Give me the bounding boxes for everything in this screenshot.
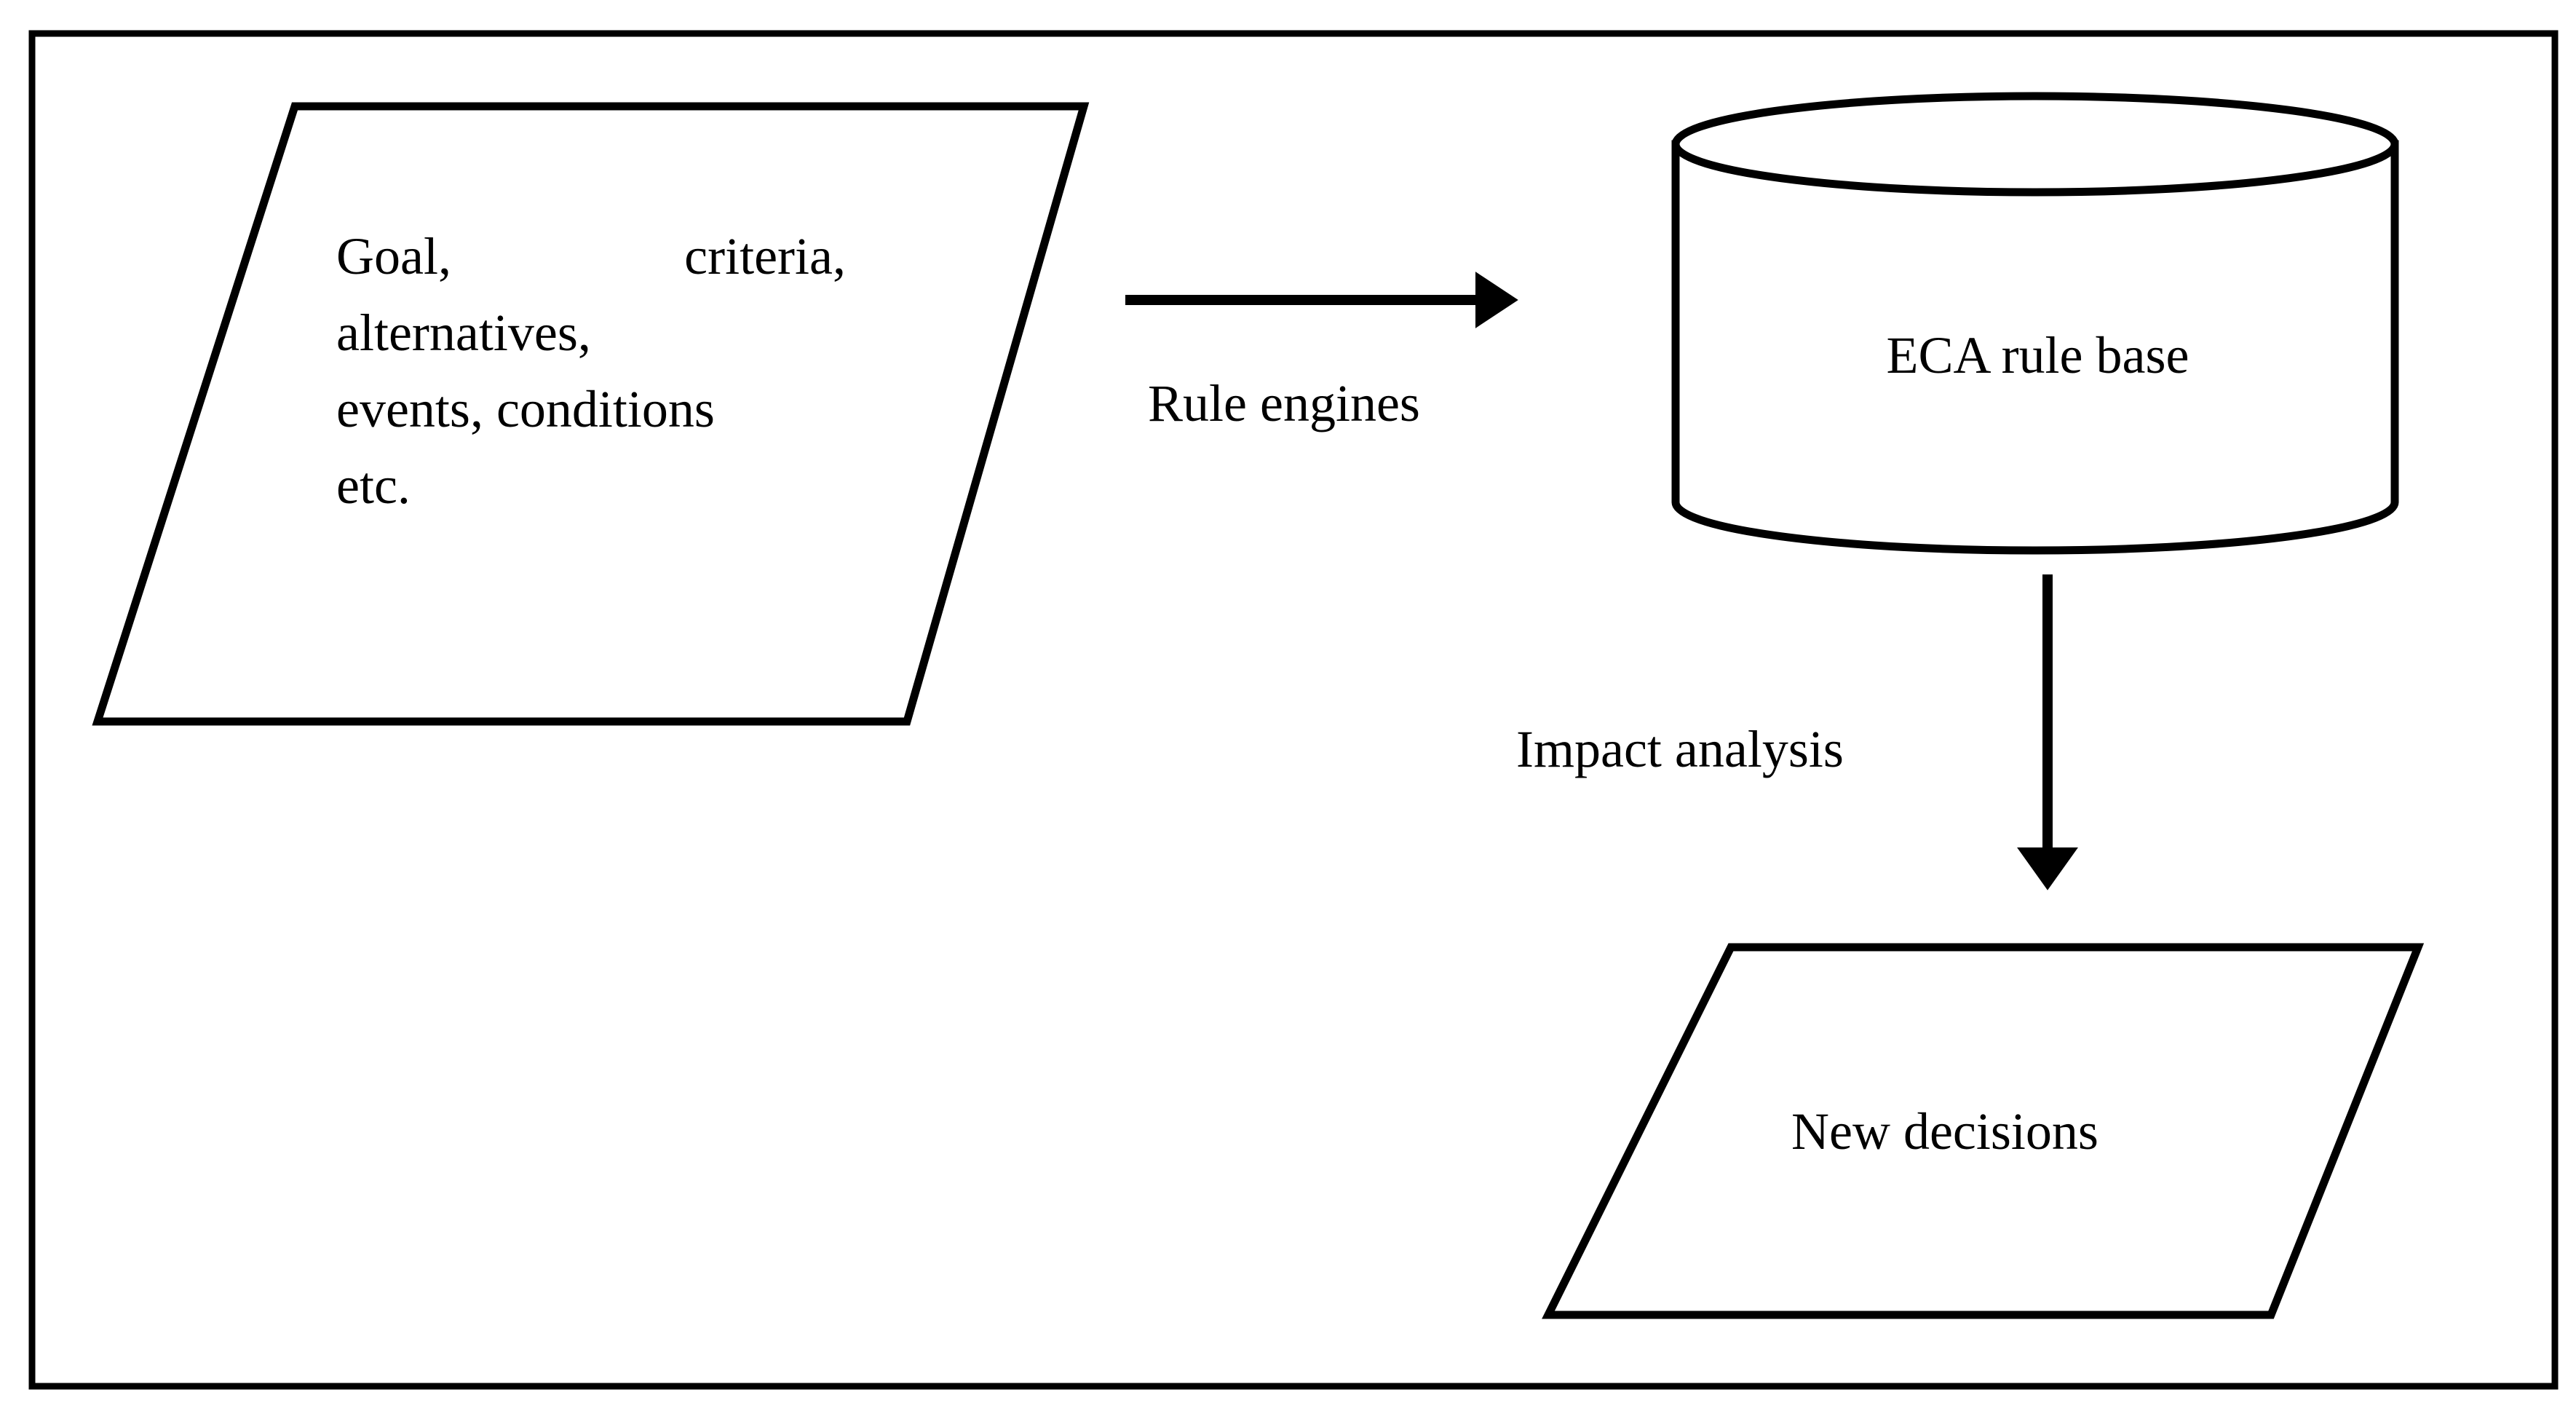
- input-text-line-1: Goal, criteria,: [336, 218, 846, 295]
- edge-label-rule-engines: Rule engines: [1148, 374, 1420, 432]
- input-text-line-2: alternatives,: [336, 304, 591, 362]
- edge-label-impact-analysis: Impact analysis: [1516, 720, 1844, 778]
- output-parallelogram-label: New decisions: [1791, 1102, 2099, 1161]
- rule-base-cylinder-label-wrap: ECA rule base: [0, 329, 2576, 382]
- input-text-line-4: etc.: [336, 456, 411, 515]
- input-text-line-3: events, conditions: [336, 380, 715, 438]
- figure-frame-border: [28, 30, 2559, 1390]
- arrow-right-icon: [1125, 272, 1518, 328]
- cylinder-top-ellipse: [1671, 92, 2399, 197]
- arrow-down-icon: [2017, 574, 2078, 890]
- cylinder-body: [1671, 140, 2399, 555]
- arrow-right-head: [1475, 272, 1518, 328]
- output-parallelogram-shape[interactable]: [1542, 943, 2425, 1319]
- rule-base-cylinder-label: ECA rule base: [1886, 326, 2189, 384]
- arrow-down-head: [2017, 847, 2078, 890]
- input-parallelogram-shape[interactable]: [92, 102, 1090, 726]
- input-parallelogram-text: Goal, criteria, alternatives, events, co…: [336, 218, 846, 524]
- rule-base-cylinder-shape[interactable]: [1671, 92, 2399, 555]
- input-text-word: criteria,: [684, 227, 846, 285]
- input-text-word: Goal,: [336, 227, 451, 285]
